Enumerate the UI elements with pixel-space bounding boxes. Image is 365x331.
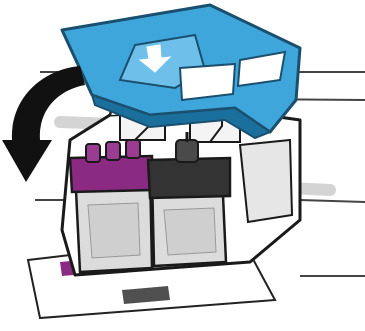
ink-port-black bbox=[176, 140, 198, 162]
ink-port-1 bbox=[86, 144, 100, 162]
ink-port-2 bbox=[106, 142, 120, 160]
ink-port-3 bbox=[126, 140, 140, 158]
color-cartridge bbox=[70, 140, 152, 272]
